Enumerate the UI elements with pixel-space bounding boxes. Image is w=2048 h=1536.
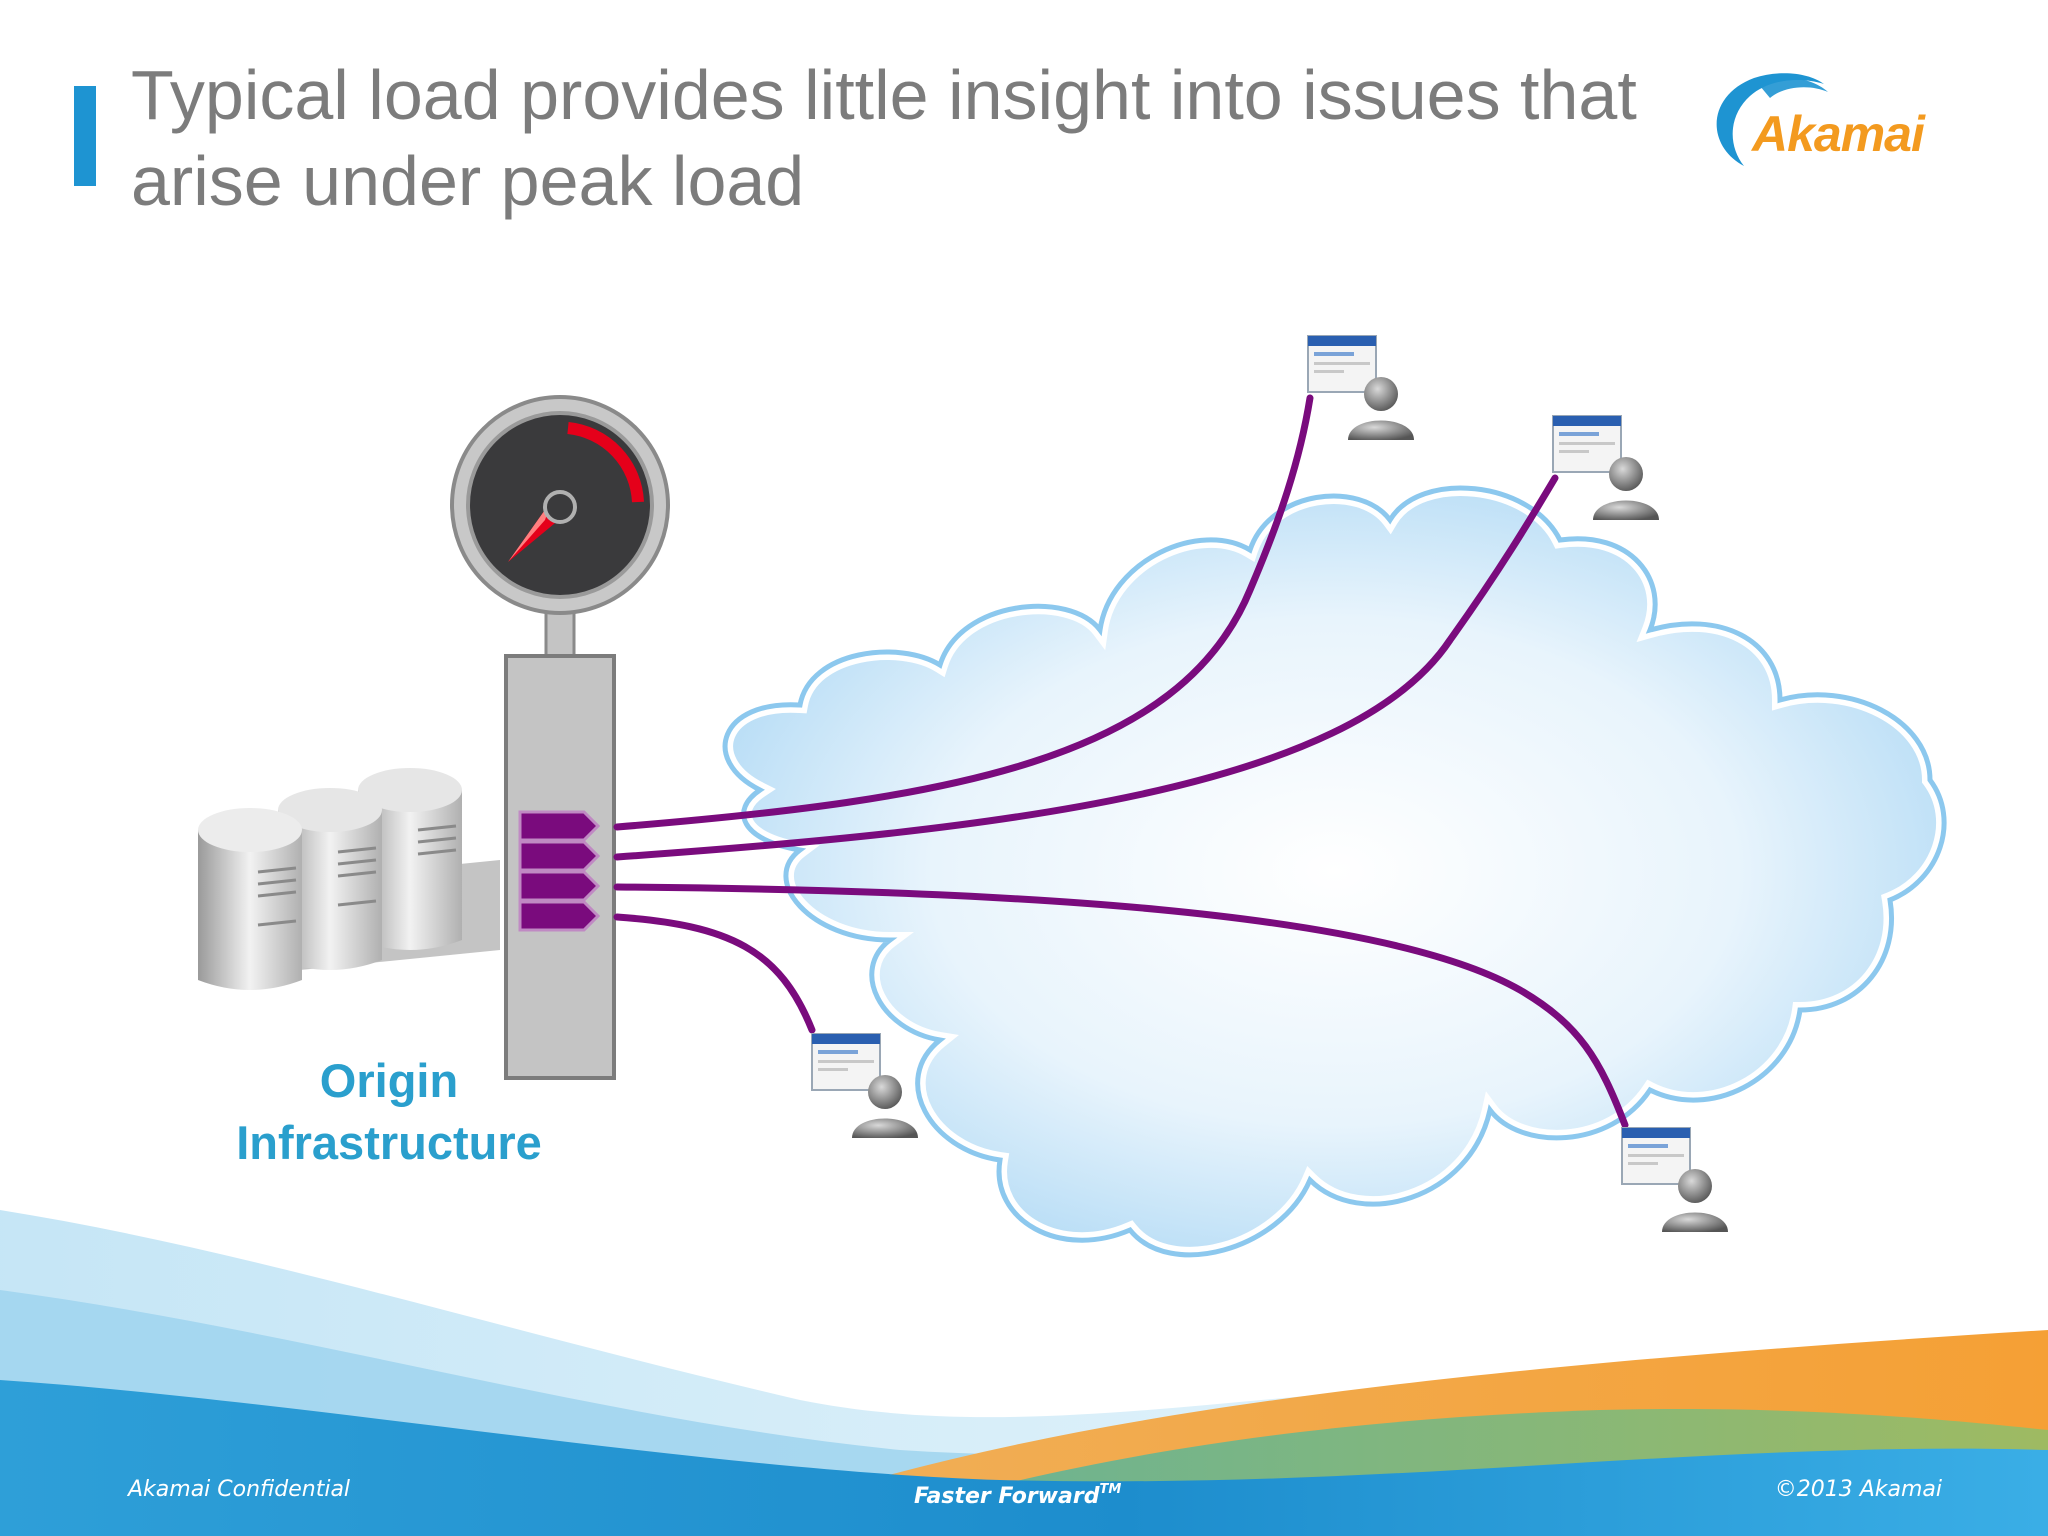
footer-tagline: Faster ForwardTM: [914, 1476, 1121, 1511]
end-user-icon: [1307, 335, 1414, 440]
internet-cloud: [717, 479, 1953, 1263]
connection-line-4: [613, 913, 816, 1034]
connection-lines: [613, 394, 1629, 1129]
server-stack-icon: [198, 768, 500, 990]
connection-line-3: [613, 883, 1629, 1129]
akamai-logo: Akamai: [1698, 66, 1960, 178]
load-gauge-icon: [450, 395, 670, 615]
footer-copyright: ©2013 Akamai: [1774, 1477, 1942, 1502]
load-balancer-icon: [504, 654, 616, 1080]
connection-line-2: [613, 474, 1559, 861]
end-user-icon: [1552, 415, 1659, 520]
akamai-swoosh-icon: [1716, 73, 1828, 166]
slide-title: Typical load provides little insight int…: [131, 52, 1691, 224]
slide-title-line-2: arise under peak load: [131, 142, 805, 220]
origin-infrastructure-label: Origin Infrastructure: [189, 1050, 589, 1174]
connection-line-1: [613, 394, 1314, 831]
origin-label-line-1: Origin: [319, 1054, 459, 1107]
akamai-logo-text: Akamai: [1752, 106, 1925, 162]
origin-label-line-2: Infrastructure: [236, 1116, 542, 1169]
footer-trademark: TM: [1099, 1482, 1122, 1497]
slide-title-line-1: Typical load provides little insight int…: [131, 56, 1637, 134]
end-user-icon: [811, 1033, 918, 1138]
end-user-icon: [1621, 1127, 1728, 1232]
footer-confidential: Akamai Confidential: [128, 1477, 351, 1502]
footer-tagline-text: Faster Forward: [914, 1484, 1100, 1509]
title-accent-bar: [74, 86, 96, 186]
